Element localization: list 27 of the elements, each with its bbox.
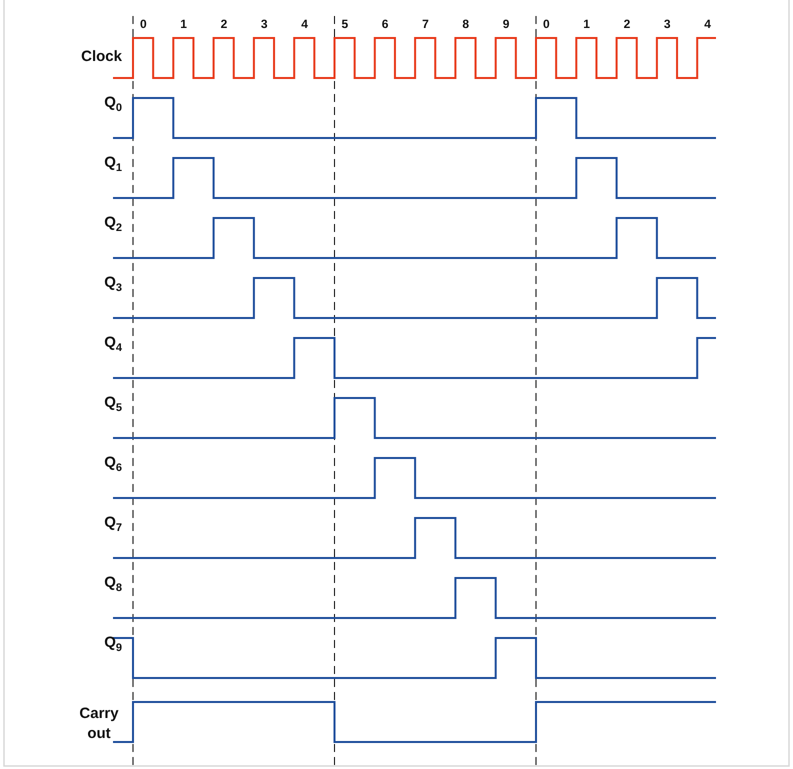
signal-name: Q$_{2}$ <box>103 214 122 234</box>
clock-cycle-number: 9 <box>502 17 510 31</box>
signal-name: Q$_{0}$ <box>103 94 122 114</box>
signal-name: Q$_{8}$ <box>103 574 122 594</box>
signal-name: Carry out <box>79 704 119 744</box>
clock-cycle-number: 1 <box>180 17 187 31</box>
clock-cycle-number: 8 <box>462 17 470 31</box>
clock-cycle-number: 3 <box>260 17 268 31</box>
clock-cycle-number: 5 <box>342 17 348 31</box>
signal-name: Q$_{1}$ <box>103 154 122 174</box>
clock-cycle-number: 0 <box>140 17 147 31</box>
clock-cycle-number: 4 <box>301 17 308 31</box>
signal-name: Clock <box>80 48 122 65</box>
signal-name: Q$_{4}$ <box>103 334 122 354</box>
clock-cycle-number: 2 <box>624 17 630 31</box>
signal-name: Q$_{3}$ <box>103 274 122 294</box>
signal-name: Q$_{7}$ <box>103 514 122 534</box>
clock-cycle-number: 6 <box>382 17 388 31</box>
signal-name: Q$_{9}$ <box>103 634 122 654</box>
clock-cycle-number: 1 <box>583 17 590 31</box>
signal-name: Q$_{6}$ <box>103 454 122 474</box>
clock-cycle-number: 0 <box>543 17 550 31</box>
signal-name: Q$_{5}$ <box>103 394 122 414</box>
clock-cycle-number: 2 <box>220 17 228 31</box>
clock-cycle-number: 4 <box>704 17 711 31</box>
clock-cycle-number: 7 <box>422 17 429 31</box>
clock-cycle-number: 3 <box>664 17 671 31</box>
